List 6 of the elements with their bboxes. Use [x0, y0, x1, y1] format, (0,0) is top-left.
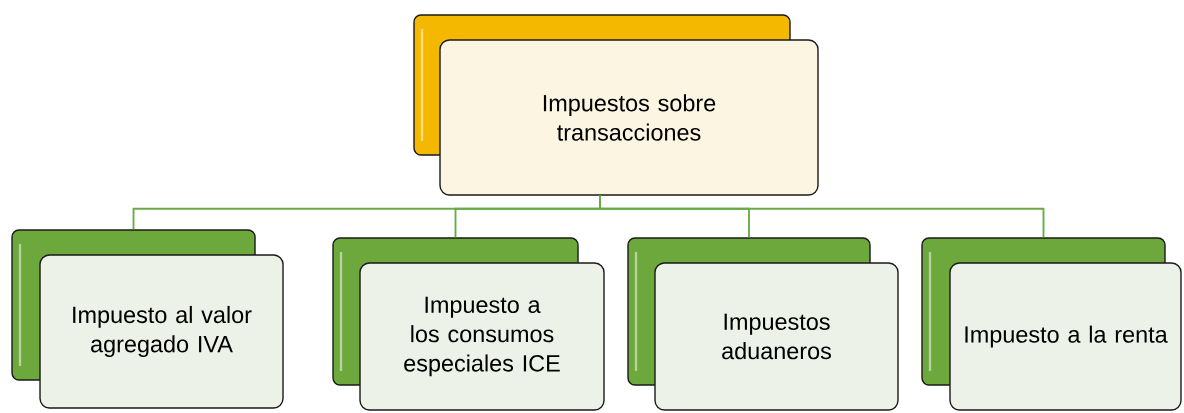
stacked-box: Impuesto a la renta: [921, 237, 1182, 411]
stacked-box: Impuestos sobre transacciones: [413, 14, 819, 196]
stacked-box: Impuesto a los consumos especiales ICE: [332, 237, 605, 411]
stacked-box: Impuestos aduaneros: [627, 237, 899, 411]
connector-line: [599, 194, 1045, 239]
stacked-box: Impuesto al valor agregado IVA: [11, 229, 284, 409]
